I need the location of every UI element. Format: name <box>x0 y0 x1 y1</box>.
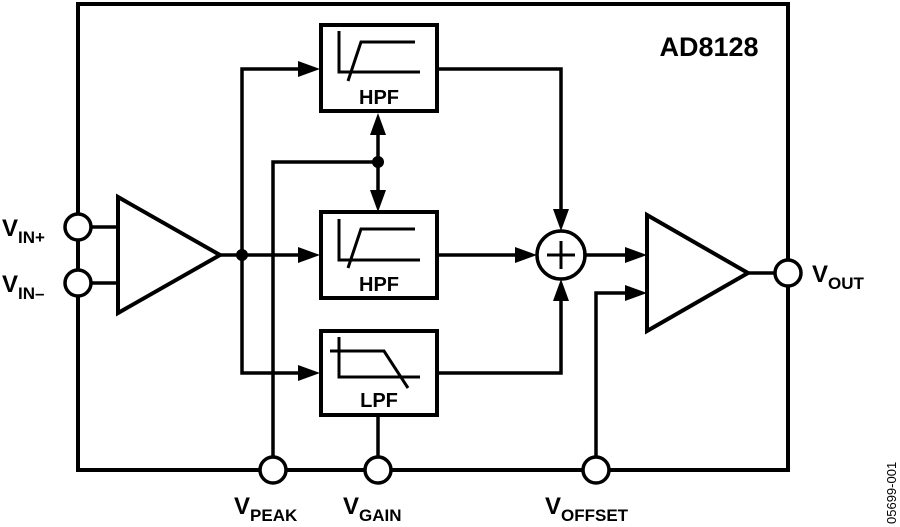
arrow-out-amp-in2 <box>625 285 647 301</box>
lpf-block: LPF <box>319 329 439 417</box>
pin-vgain[interactable] <box>363 455 393 485</box>
hpf-response-icon <box>337 31 420 74</box>
lpf-label: LPF <box>360 390 398 412</box>
label-vgain: VGAIN <box>343 493 402 525</box>
pin-vin-minus[interactable] <box>63 268 93 298</box>
pin-vin-plus[interactable] <box>63 212 93 242</box>
label-vin-minus: VIN– <box>2 271 44 303</box>
label-vout: VOUT <box>812 261 865 293</box>
wire-vpeak <box>271 160 380 459</box>
wire-lpf-out <box>435 299 563 375</box>
arrow-summer-top <box>553 209 569 231</box>
part-number-label: AD8128 <box>659 32 758 62</box>
arrow-up-to-hpf-top <box>370 113 386 135</box>
wire-to-lpf <box>240 253 300 375</box>
label-vpeak: VPEAK <box>234 493 298 525</box>
arrow-summer-left <box>515 247 537 263</box>
arrow-summer-bottom <box>553 279 569 301</box>
label-voffset: VOFFSET <box>545 493 629 525</box>
wire-to-hpf-top <box>240 67 300 257</box>
arrow-hpf-mid-in <box>298 247 320 263</box>
pin-vpeak[interactable] <box>258 455 288 485</box>
arrow-down-to-hpf-mid <box>370 190 386 212</box>
hpf-top-block: HPF <box>319 23 439 113</box>
hpf-top-label: HPF <box>359 87 399 109</box>
summing-junction <box>535 229 587 281</box>
label-vin-plus: VIN+ <box>2 215 45 247</box>
pin-voffset[interactable] <box>581 455 611 485</box>
output-amplifier <box>645 211 753 335</box>
hpf-mid-label: HPF <box>359 274 399 296</box>
input-amplifier <box>116 193 225 317</box>
hpf-mid-block: HPF <box>319 210 439 300</box>
arrow-out-amp-in1 <box>625 247 647 263</box>
wire-voffset <box>594 291 627 459</box>
pin-vout[interactable] <box>773 258 803 288</box>
wire-hpf-top-out <box>435 67 563 211</box>
arrow-lpf-in <box>298 365 320 381</box>
hpf-response-icon <box>337 219 420 262</box>
figure-id: 05699-001 <box>884 462 899 524</box>
arrow-hpf-top-in <box>298 61 320 77</box>
